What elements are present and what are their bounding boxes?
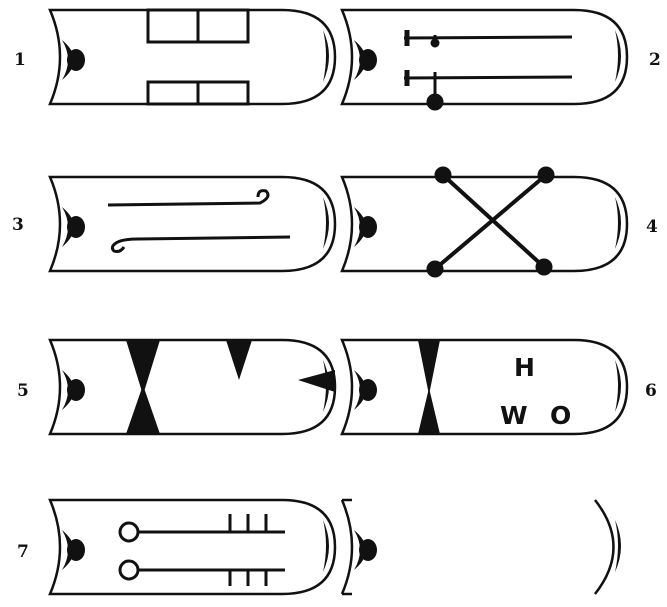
- tab-6: H W O: [342, 340, 627, 434]
- tab-1: [50, 10, 335, 104]
- tab-6-mark: [418, 340, 440, 434]
- tab-3: [50, 177, 335, 271]
- tab-5: [50, 340, 335, 434]
- tab-5-mark: [126, 340, 335, 434]
- tab-6-letter-h: H: [514, 353, 535, 382]
- tab-number-3: 3: [12, 215, 24, 235]
- tab-7-mark: [120, 514, 285, 586]
- tab-number-7: 7: [17, 542, 29, 562]
- tab-1-mark: [148, 10, 248, 104]
- tab-4: [342, 167, 627, 277]
- tab-2: [342, 10, 627, 110]
- tab-3-mark: [108, 191, 290, 252]
- tab-number-2: 2: [649, 50, 661, 70]
- tab-2-mark: [404, 30, 572, 110]
- tab-number-5: 5: [17, 381, 29, 401]
- tab-7: [50, 500, 335, 594]
- tab-6-letter-w: W: [500, 401, 528, 430]
- tab-6-letter-o: O: [550, 401, 571, 430]
- tab-number-4: 4: [646, 217, 658, 237]
- tab-8: [342, 500, 621, 594]
- tab-number-6: 6: [645, 381, 657, 401]
- tab-4-mark: [427, 167, 554, 277]
- tab-number-1: 1: [14, 50, 26, 70]
